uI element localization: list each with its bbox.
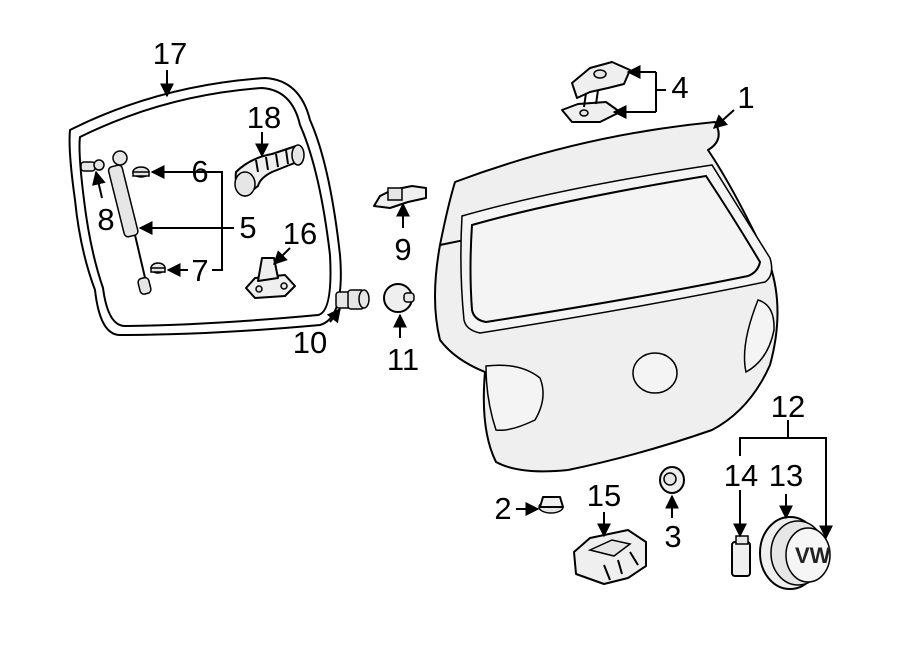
callout-16: 16	[283, 216, 317, 251]
callout-6: 6	[191, 154, 208, 189]
small-bracket-part	[373, 185, 427, 209]
callout-4: 4	[671, 70, 688, 105]
callout-1: 1	[737, 80, 754, 115]
callout-11: 11	[387, 342, 419, 377]
callout-12: 12	[771, 389, 805, 424]
emblem-logo-text: VW	[795, 543, 831, 568]
gas-strut-kit-panel	[68, 76, 342, 337]
rear-emblem-part: VW	[759, 516, 831, 590]
strut-clip-upper-part	[132, 166, 150, 178]
callout-17: 17	[153, 36, 187, 71]
callout-10: 10	[293, 325, 327, 360]
washer-hose-part	[234, 144, 305, 197]
ball-stud-part	[80, 159, 105, 172]
callout-9: 9	[394, 232, 411, 267]
lock-bracket-part	[245, 257, 296, 299]
liftgate-latch-part	[573, 529, 647, 585]
stopper-part	[383, 283, 415, 313]
bump-stop-part	[335, 289, 370, 310]
callout-3: 3	[664, 519, 681, 554]
nut-part	[538, 496, 564, 514]
callout-13: 13	[769, 458, 803, 493]
callout-18: 18	[247, 100, 281, 135]
callout-5: 5	[239, 210, 256, 245]
callout-7: 7	[191, 253, 208, 288]
liftgate-part	[434, 121, 779, 473]
callout-15: 15	[587, 478, 621, 513]
strut-clip-lower-part	[150, 262, 166, 274]
plug-part	[659, 466, 685, 494]
emblem-clip-part	[731, 535, 751, 577]
callout-labels: 1 2 3 4 5 6 7 8 9 10 11 12 13 14 15 16 1…	[97, 36, 805, 554]
callout-2: 2	[494, 491, 511, 526]
callout-14: 14	[724, 458, 758, 493]
callout-8: 8	[97, 202, 114, 237]
leader-lines	[92, 65, 833, 540]
gas-strut-part	[107, 150, 152, 295]
